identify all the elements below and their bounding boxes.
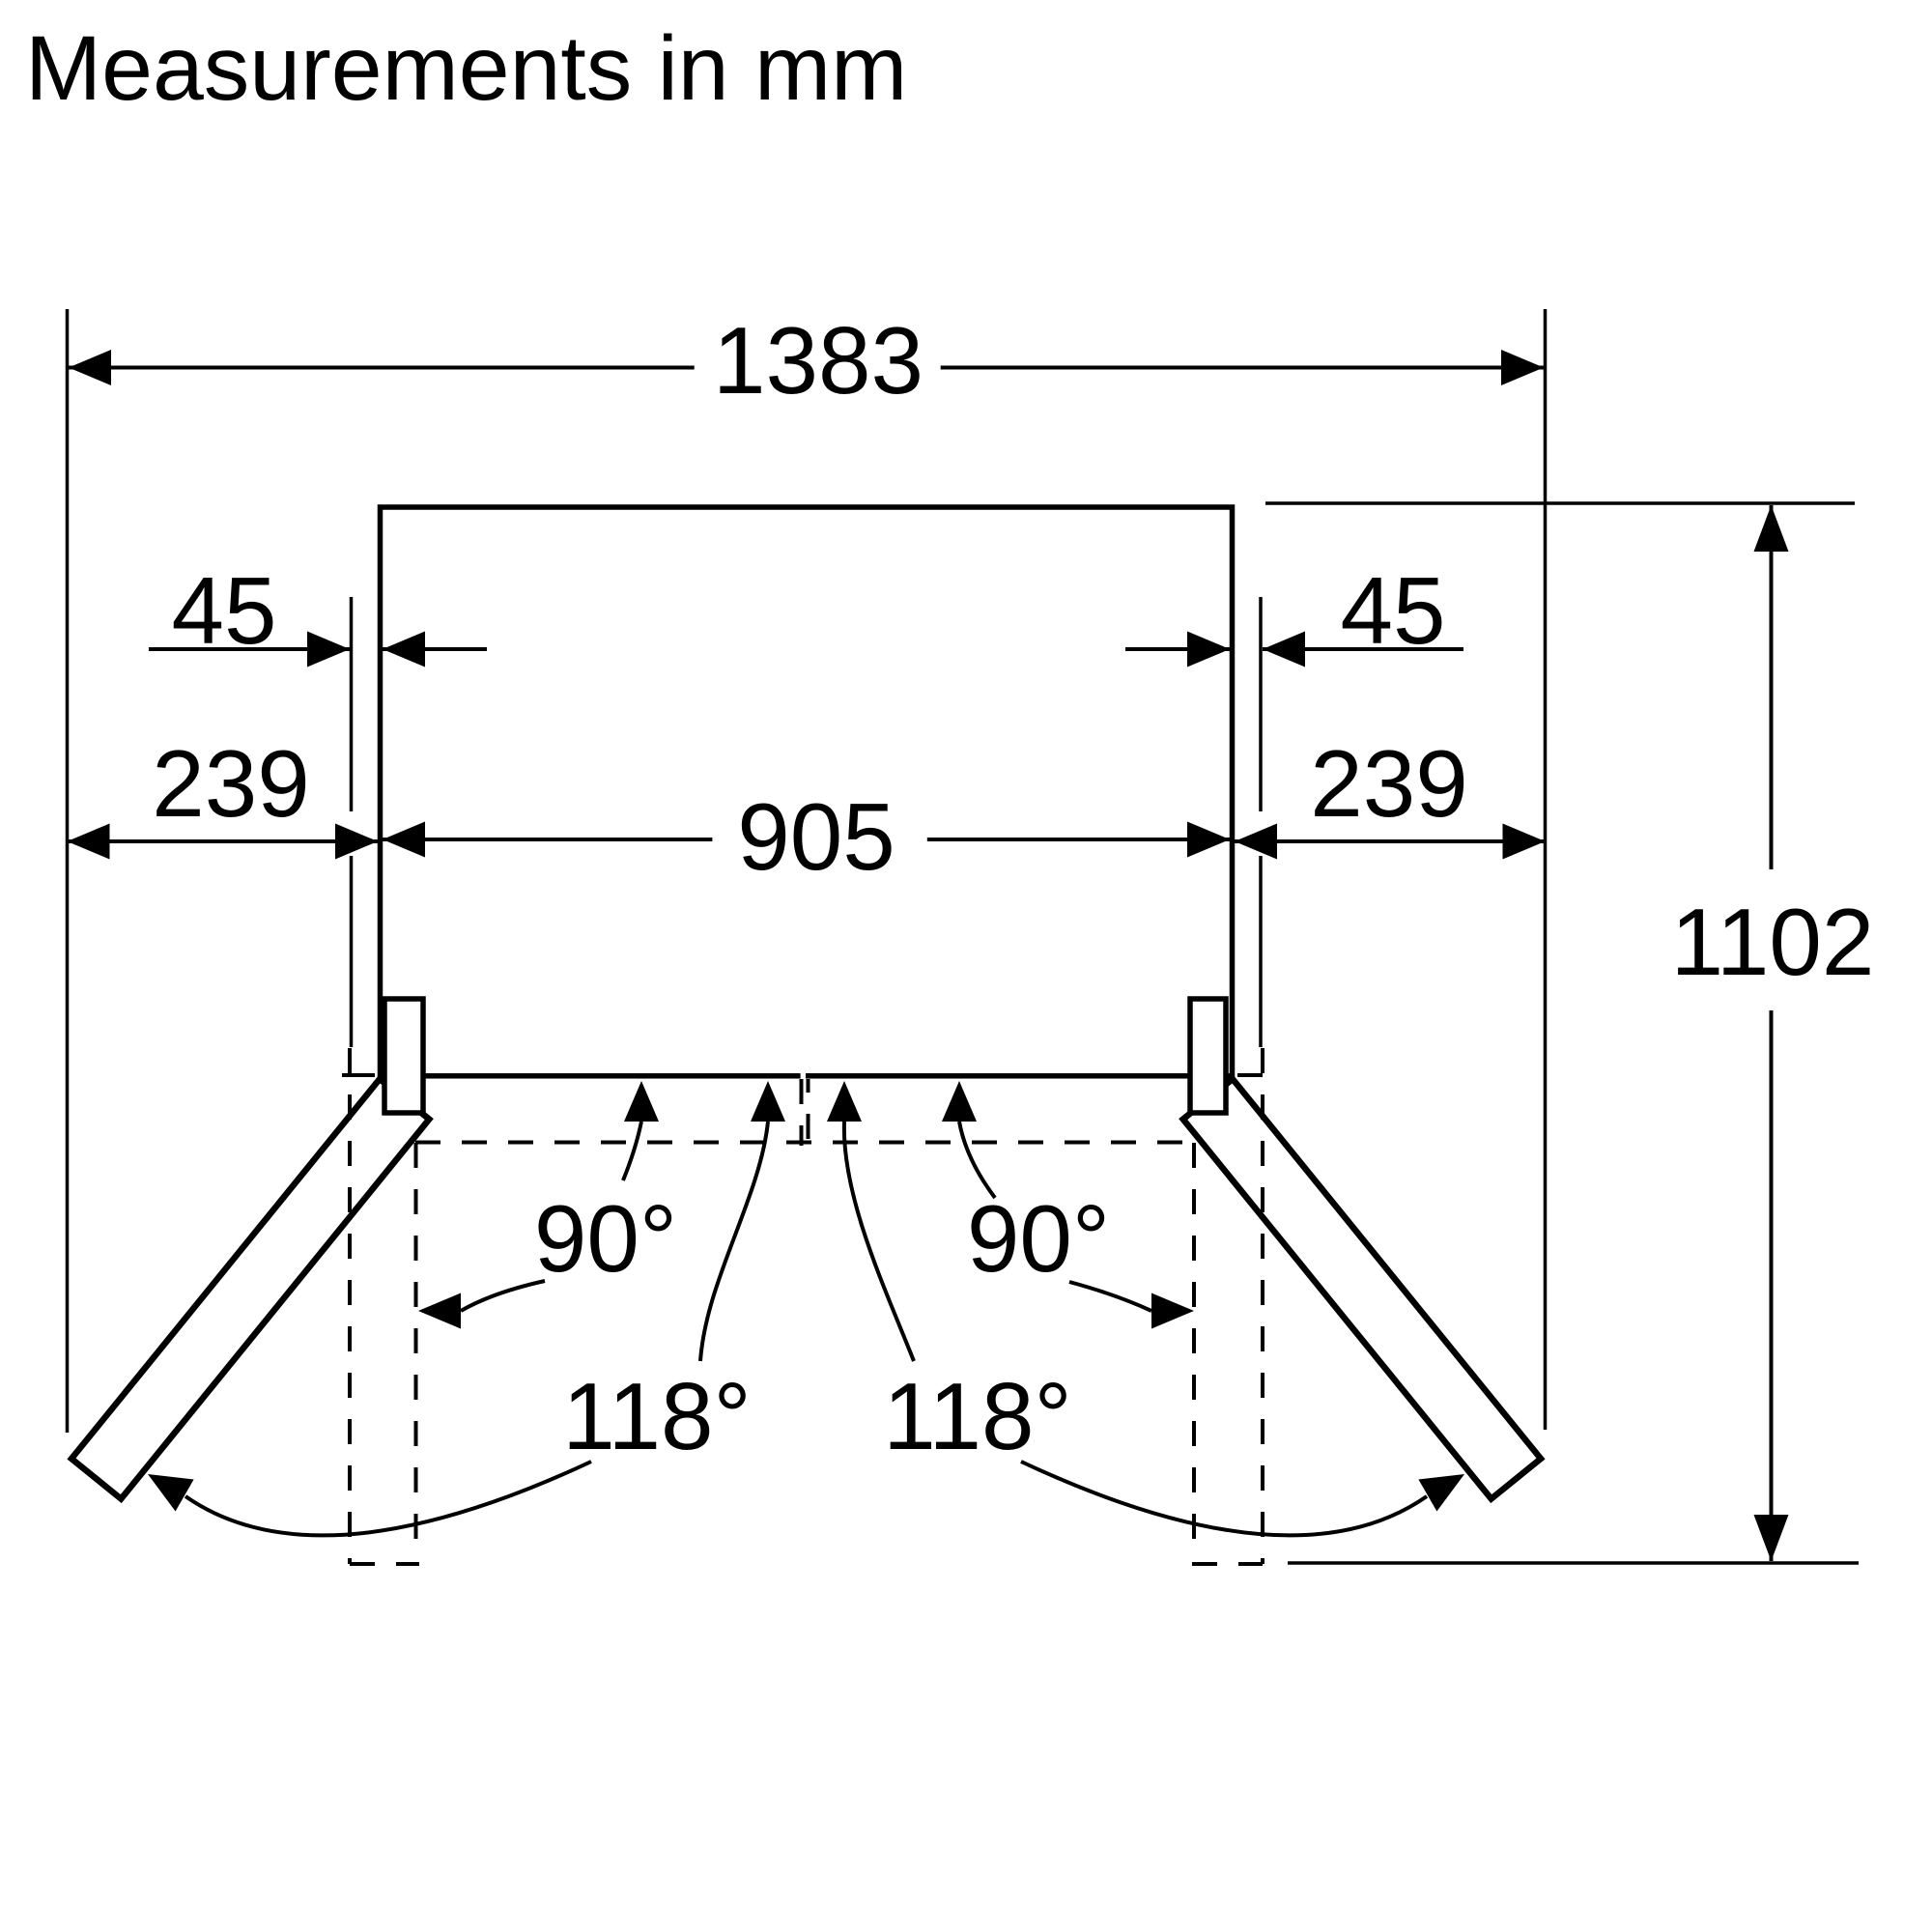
svg-text:905: 905 <box>737 783 895 890</box>
svg-text:118°: 118° <box>562 1363 751 1469</box>
svg-text:239: 239 <box>152 730 310 837</box>
svg-text:45: 45 <box>1340 557 1445 664</box>
svg-text:90°: 90° <box>534 1185 677 1292</box>
svg-text:1102: 1102 <box>1671 889 1875 995</box>
svg-text:Measurements in mm: Measurements in mm <box>25 17 907 120</box>
svg-text:239: 239 <box>1310 730 1468 837</box>
svg-text:45: 45 <box>171 557 276 664</box>
svg-text:90°: 90° <box>967 1185 1110 1292</box>
svg-text:1383: 1383 <box>713 307 923 413</box>
svg-text:118°: 118° <box>883 1363 1071 1469</box>
